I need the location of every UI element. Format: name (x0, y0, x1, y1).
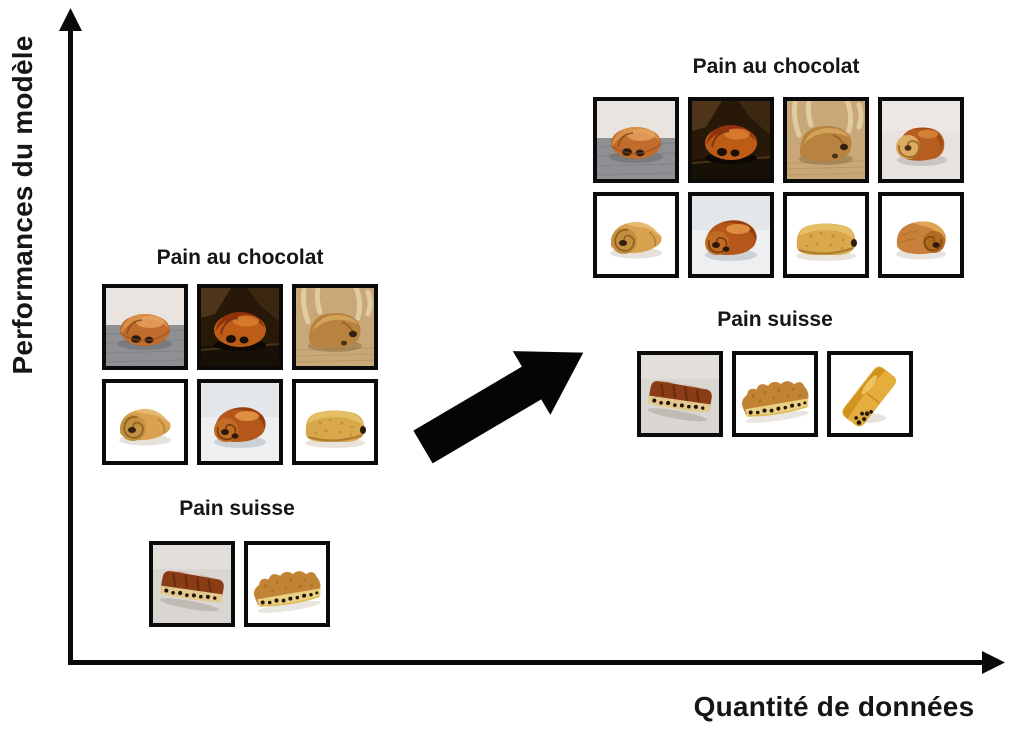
growth-arrow-icon (413, 351, 584, 464)
pastry-image-ps-yellow-angle (827, 351, 913, 437)
pastry-image-ps-golden-chips (244, 541, 330, 627)
pastry-image-pac-dark-rustic (197, 284, 283, 370)
large-pain-suisse-label: Pain suisse (717, 308, 833, 331)
small-pain-suisse-grid (149, 541, 330, 627)
pastry-image-pac-dark-rustic (688, 97, 774, 183)
small-pain-suisse-label: Pain suisse (179, 497, 295, 520)
pastry-image-pac-grey-slate (102, 284, 188, 370)
x-axis-label: Quantité de données (693, 691, 975, 722)
y-axis-arrowhead-icon (59, 8, 82, 31)
pastry-image-pac-beige-straw (292, 284, 378, 370)
pastry-image-ps-dark-glazed (637, 351, 723, 437)
pastry-image-pac-white-swirl (102, 379, 188, 465)
pastry-image-pac-grey-slate (593, 97, 679, 183)
y-axis-label: Performances du modèle (7, 35, 38, 375)
pastry-image-ps-dark-glazed (149, 541, 235, 627)
pastry-image-pac-brioche-grey (878, 97, 964, 183)
pastry-image-pac-grey-glossy (197, 379, 283, 465)
pastry-image-ps-golden-chips (732, 351, 818, 437)
small-pain-au-chocolat-label: Pain au chocolat (156, 246, 324, 269)
large-pain-suisse-grid (637, 351, 913, 437)
large-pain-au-chocolat-grid (593, 97, 964, 278)
y-axis (59, 8, 82, 663)
pastry-image-pac-grey-glossy (688, 192, 774, 278)
x-axis (68, 651, 1005, 674)
large-pain-au-chocolat-label: Pain au chocolat (692, 55, 860, 78)
x-axis-arrowhead-icon (982, 651, 1005, 674)
pastry-image-pac-white-swirl (593, 192, 679, 278)
pastry-image-pac-beige-straw (783, 97, 869, 183)
pastry-image-pac-white-flat (783, 192, 869, 278)
small-pain-au-chocolat-grid (102, 284, 378, 465)
pastry-image-pac-white-flat (292, 379, 378, 465)
pastry-image-pac-white-round (878, 192, 964, 278)
